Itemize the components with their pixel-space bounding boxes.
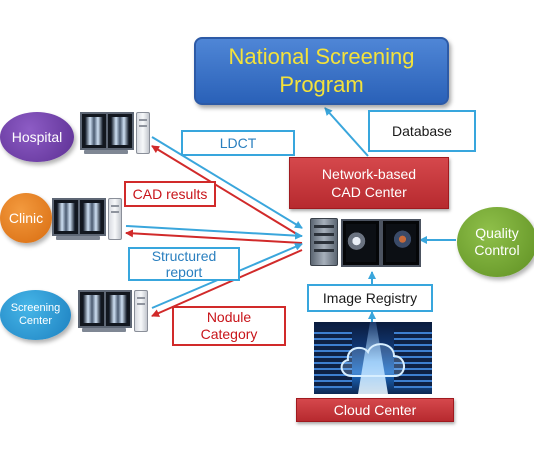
cad-monitor-left-icon: [341, 219, 381, 267]
quality-control-label: Quality Control: [474, 225, 520, 258]
cad-monitor-right-icon: [381, 219, 421, 267]
arrow-cad-to-national: [324, 107, 369, 157]
structured-report-label: Structured report: [151, 248, 217, 280]
cad-results-label-box: CAD results: [124, 181, 216, 207]
hospital-label: Hospital: [11, 129, 63, 145]
screening-center-node: Screening Center: [0, 290, 71, 340]
hospital-node: Hospital: [0, 112, 74, 162]
cloud-datacenter-icon: [314, 322, 432, 394]
hospital-workstation-icon: [80, 112, 134, 154]
screening-center-label: Screening Center: [10, 302, 61, 327]
cloud-center-box: Cloud Center: [296, 398, 454, 422]
cad-center-box: Network-based CAD Center: [289, 157, 449, 209]
clinic-workstation-icon: [52, 198, 106, 240]
nodule-category-label-box: Nodule Category: [172, 306, 286, 346]
screening-workstation-icon: [78, 290, 132, 332]
database-label: Database: [392, 123, 452, 139]
cloud-center-label: Cloud Center: [333, 402, 417, 418]
clinic-label: Clinic: [8, 210, 44, 226]
image-registry-label: Image Registry: [322, 290, 418, 306]
arrow-hospital-to-center: [151, 136, 303, 229]
national-screening-program-box: National Screening Program: [194, 37, 449, 105]
clinic-node: Clinic: [0, 193, 52, 243]
clinic-tower-icon: [108, 198, 122, 240]
database-box: Database: [368, 110, 476, 152]
cad-results-label: CAD results: [132, 186, 208, 202]
cad-center-label: Network-based CAD Center: [321, 166, 417, 200]
hospital-tower-icon: [136, 112, 150, 154]
arrow-center-to-screening: [151, 249, 303, 317]
quality-control-node: Quality Control: [457, 207, 534, 277]
ldct-label-box: LDCT: [181, 130, 295, 156]
screening-tower-icon: [134, 290, 148, 332]
server-workstation-icon: [310, 218, 338, 266]
image-registry-box: Image Registry: [307, 284, 433, 312]
arrow-center-to-clinic: [125, 229, 303, 244]
ldct-label: LDCT: [219, 135, 257, 151]
nodule-category-label: Nodule Category: [200, 309, 258, 342]
arrow-center-to-hospital: [151, 145, 301, 237]
structured-report-label-box: Structured report: [128, 247, 240, 281]
arrow-clinic-to-center: [125, 225, 303, 240]
cloud-icon: [340, 343, 405, 377]
national-screening-program-label: National Screening Program: [228, 44, 415, 97]
